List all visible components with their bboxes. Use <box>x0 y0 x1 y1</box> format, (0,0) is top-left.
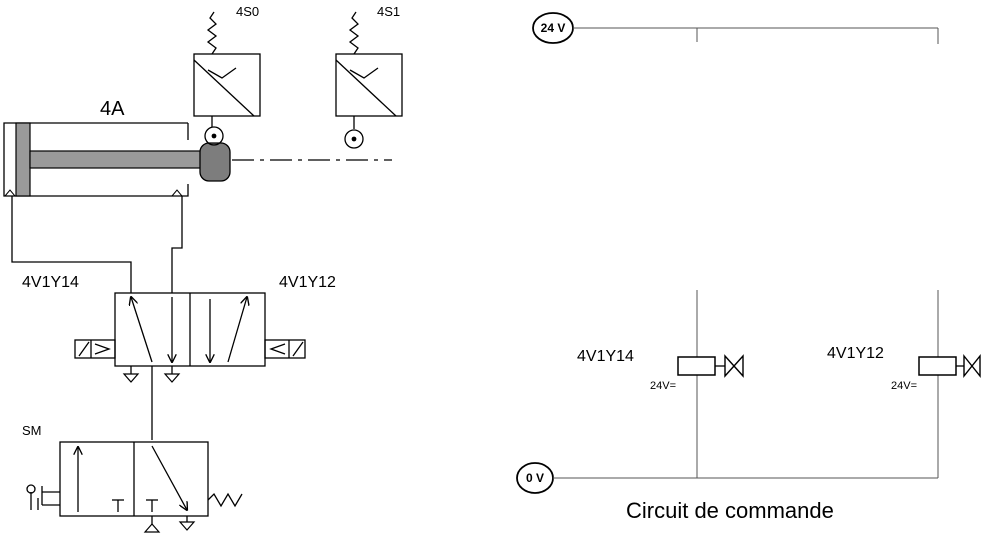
valve-symbol-icon <box>963 354 981 378</box>
coil-left-voltage: 24V= <box>650 380 676 392</box>
coil-left-label: 4V1Y14 <box>577 348 634 365</box>
valve-symbol-icon <box>724 354 744 378</box>
pipe-cylinder-front <box>171 196 183 293</box>
directional-valve: 4V1Y14 4V1Y12 <box>22 274 336 440</box>
cylinder-rod <box>29 150 203 169</box>
cylinder-piston <box>15 122 31 197</box>
pneumatic-circuit: 4A 4S0 4S1 <box>3 4 403 533</box>
rod-end-cam <box>199 142 231 182</box>
rail-0v-label: 0 V <box>526 471 544 485</box>
control-circuit: 24 V 4V1Y14 24V= 4V1Y12 24V= 0 V Circuit <box>516 12 981 523</box>
push-button-icon <box>26 484 36 494</box>
sensor-4s0: 4S0 <box>193 4 261 146</box>
roller-icon <box>344 129 364 149</box>
rail-24v-label: 24 V <box>541 21 566 35</box>
coil-4v1y14: 4V1Y14 24V= <box>577 348 744 392</box>
coil-4v1y12: 4V1Y12 24V= <box>827 345 981 392</box>
coil-right-label: 4V1Y12 <box>827 345 884 362</box>
manual-valve-label: SM <box>22 423 42 438</box>
return-spring-icon <box>207 492 243 508</box>
sensor-4s1-label: 4S1 <box>377 4 400 19</box>
sensor-4s0-label: 4S0 <box>236 4 259 19</box>
manual-valve-sm: SM <box>22 423 243 533</box>
spring-icon <box>206 11 218 55</box>
valve-coil-12-label: 4V1Y12 <box>279 274 336 291</box>
sensor-4s1: 4S1 <box>335 4 403 149</box>
control-circuit-caption: Circuit de commande <box>626 498 834 523</box>
exhaust-icon <box>178 521 196 531</box>
exhaust-icon <box>122 373 140 383</box>
roller-icon <box>204 126 224 146</box>
pipe-cylinder-rear <box>11 196 132 293</box>
valve-coil-14-label: 4V1Y14 <box>22 274 79 291</box>
cylinder-4a: 4A <box>3 98 392 197</box>
coil-right-voltage: 24V= <box>891 380 917 392</box>
pressure-source-icon <box>143 523 161 533</box>
exhaust-icon <box>163 373 181 383</box>
spring-icon <box>348 11 360 55</box>
coil-left-symbol <box>677 356 716 376</box>
coil-right-symbol <box>918 356 957 376</box>
solenoid-12-icon <box>264 339 306 359</box>
solenoid-14-icon <box>74 339 116 359</box>
cylinder-label: 4A <box>100 98 125 120</box>
